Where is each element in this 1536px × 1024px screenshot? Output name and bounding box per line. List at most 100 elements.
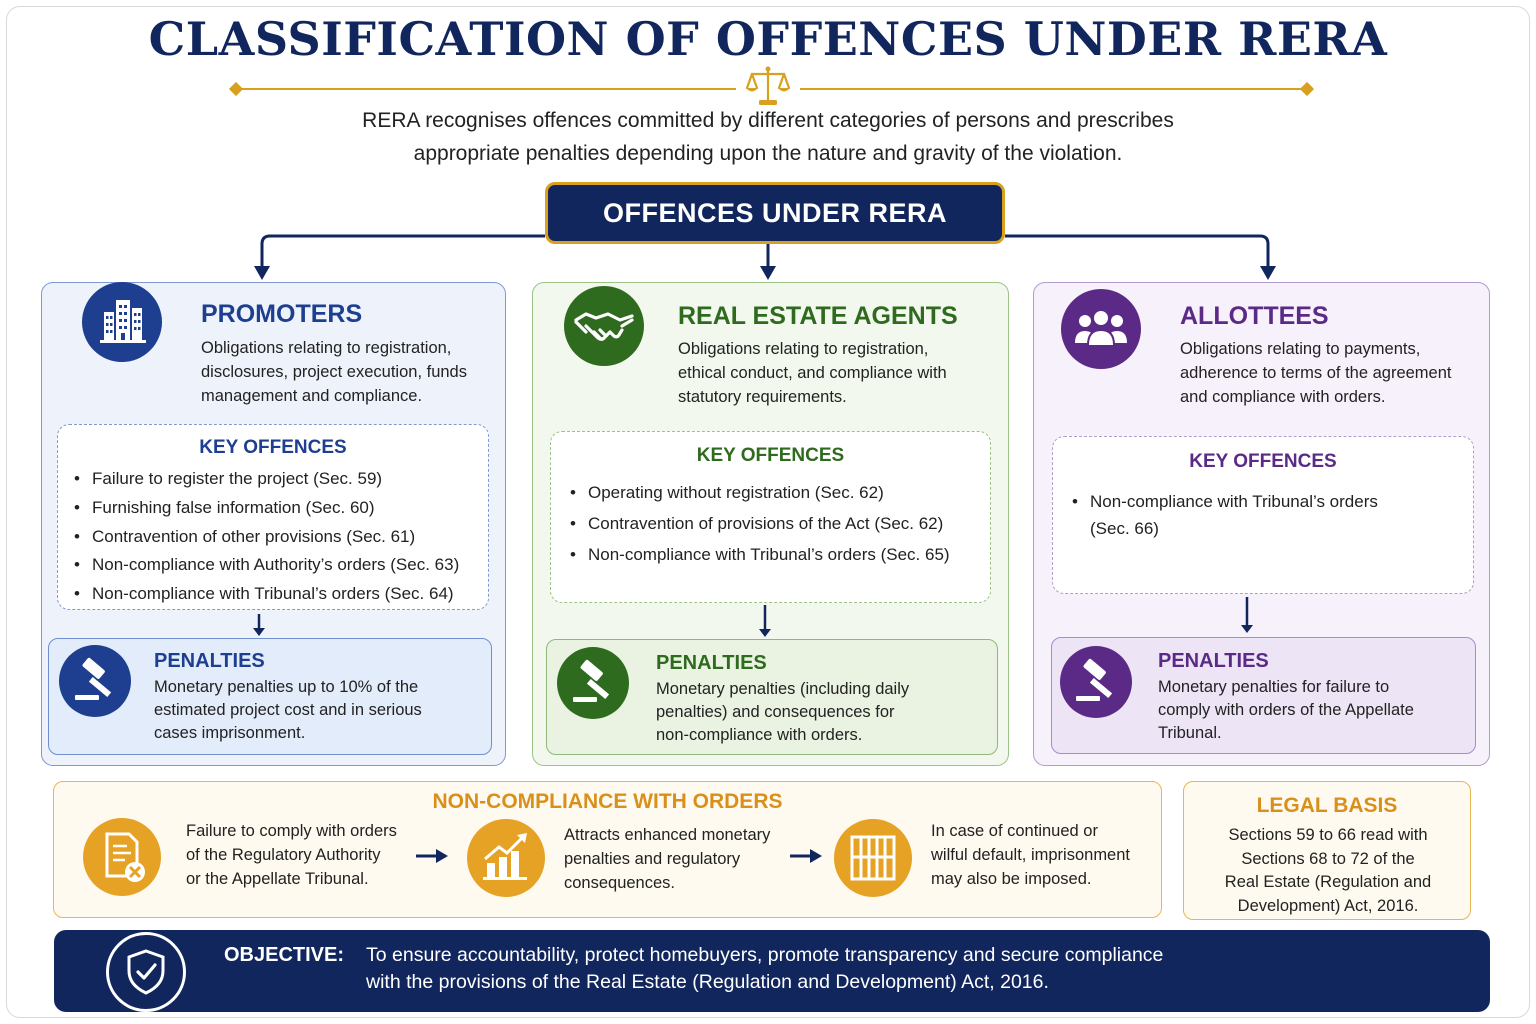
offence-item: Non-compliance with Tribunal’s orders (S… <box>568 539 950 570</box>
category-card-allottees: ALLOTTEES Obligations relating to paymen… <box>1033 282 1490 766</box>
prison-bars-icon <box>834 819 912 897</box>
penalty-line: cases imprisonment. <box>154 724 306 742</box>
penalties-title: PENALTIES <box>154 650 265 672</box>
step-line: Failure to comply with orders <box>186 822 397 840</box>
penalty-line: Monetary penalties for failure to <box>1158 678 1390 696</box>
objective-line: To ensure accountability, protect homebu… <box>366 944 1164 966</box>
legal-line: Development) Act, 2016. <box>1237 896 1419 915</box>
desc-line: and compliance with orders. <box>1180 388 1386 406</box>
penalty-line: penalties) and consequences for <box>656 703 895 721</box>
category-description: Obligations relating to registration, et… <box>678 337 988 409</box>
building-icon <box>82 282 162 362</box>
penalties-title: PENALTIES <box>656 652 767 674</box>
desc-line: adherence to terms of the agreement <box>1180 364 1452 382</box>
category-description: Obligations relating to registration, di… <box>201 336 501 408</box>
objective-line: with the provisions of the Real Estate (… <box>366 971 1049 993</box>
gavel-icon <box>557 647 629 719</box>
page-frame <box>6 6 1530 1018</box>
penalties-text: Monetary penalties up to 10% of the esti… <box>154 676 484 745</box>
root-node: OFFENCES UNDER RERA <box>545 182 1005 244</box>
desc-line: management and compliance. <box>201 387 423 405</box>
step-line: Attracts enhanced monetary <box>564 826 771 844</box>
step-line: may also be imposed. <box>931 870 1092 888</box>
offence-list: Non-compliance with Tribunal’s orders (S… <box>1070 488 1400 542</box>
right-arrow-icon <box>790 849 822 863</box>
penalties-box: PENALTIES Monetary penalties for failure… <box>1051 637 1476 754</box>
step-line: or the Appellate Tribunal. <box>186 870 369 888</box>
legal-line: Real Estate (Regulation and <box>1224 873 1432 891</box>
category-description: Obligations relating to payments, adhere… <box>1180 337 1480 409</box>
objective-banner: OBJECTIVE: To ensure accountability, pro… <box>54 930 1490 1012</box>
gavel-icon <box>1060 646 1132 718</box>
key-offences-title: KEY OFFENCES <box>696 445 845 466</box>
legal-line: Sections 59 to 66 read with <box>1228 826 1428 844</box>
legal-line: Sections 68 to 72 of the <box>1241 849 1415 868</box>
desc-line: Obligations relating to registration, <box>201 339 452 357</box>
desc-line: ethical conduct, and compliance with <box>678 364 947 382</box>
people-icon <box>1061 289 1141 369</box>
offence-item: Failure to register the project (Sec. 59… <box>72 465 459 494</box>
title-divider-left <box>240 88 736 90</box>
key-offences-box: KEY OFFENCES Non-compliance with Tribuna… <box>1052 436 1474 594</box>
objective-text: To ensure accountability, protect homebu… <box>366 942 1366 996</box>
offence-item: Operating without registration (Sec. 62) <box>568 477 950 508</box>
down-arrow-icon <box>1241 597 1253 633</box>
offence-item: Contravention of provisions of the Act (… <box>568 508 950 539</box>
category-card-promoters: PROMOTERS Obligations relating to regist… <box>41 282 506 766</box>
key-offences-box: KEY OFFENCES Operating without registrat… <box>550 431 991 603</box>
category-title: PROMOTERS <box>201 300 363 328</box>
gavel-icon <box>59 645 131 717</box>
category-title: ALLOTTEES <box>1180 302 1329 330</box>
penalty-line: Monetary penalties (including daily <box>656 680 910 698</box>
document-cross-icon <box>83 818 161 896</box>
step-text: Failure to comply with orders of the Reg… <box>186 819 416 891</box>
legal-basis-box: LEGAL BASIS Sections 59 to 66 read with … <box>1183 781 1471 920</box>
penalty-line: Tribunal. <box>1158 724 1222 742</box>
offence-item: Contravention of other provisions (Sec. … <box>72 523 459 552</box>
intro-text: RERA recognises offences committed by di… <box>300 104 1236 170</box>
down-arrow-icon <box>253 614 265 636</box>
offence-item: Non-compliance with Tribunal’s orders (S… <box>1070 488 1400 542</box>
category-title: REAL ESTATE AGENTS <box>678 302 958 330</box>
scales-of-justice-icon <box>745 66 791 105</box>
offence-item: Furnishing false information (Sec. 60) <box>72 494 459 523</box>
legal-basis-text: Sections 59 to 66 read with Sections 68 … <box>1194 824 1462 918</box>
step-text: In case of continued or wilful default, … <box>931 819 1151 891</box>
intro-line: appropriate penalties depending upon the… <box>413 142 1123 165</box>
step-line: consequences. <box>564 874 675 892</box>
handshake-icon <box>564 286 644 366</box>
key-offences-box: KEY OFFENCES Failure to register the pro… <box>57 424 489 610</box>
non-compliance-title: NON-COMPLIANCE WITH ORDERS <box>432 790 783 813</box>
offence-item: Non-compliance with Authority’s orders (… <box>72 551 459 580</box>
desc-line: Obligations relating to registration, <box>678 340 929 358</box>
step-line: In case of continued or <box>931 822 1098 840</box>
down-arrow-icon <box>759 605 771 637</box>
intro-line: RERA recognises offences committed by di… <box>362 109 1174 132</box>
penalty-line: non-compliance with orders. <box>656 726 863 744</box>
page-title: CLASSIFICATION OF OFFENCES UNDER RERA <box>148 12 1388 66</box>
step-line: penalties and regulatory <box>564 850 741 868</box>
key-offences-title: KEY OFFENCES <box>1189 451 1337 472</box>
key-offences-title: KEY OFFENCES <box>199 437 347 458</box>
penalties-box: PENALTIES Monetary penalties up to 10% o… <box>48 638 492 755</box>
step-line: of the Regulatory Authority <box>186 846 381 864</box>
objective-label: OBJECTIVE: <box>224 944 345 966</box>
category-card-real-estate-agents: REAL ESTATE AGENTS Obligations relating … <box>532 282 1009 766</box>
step-text: Attracts enhanced monetary penalties and… <box>564 823 794 895</box>
offence-item: Non-compliance with Tribunal’s orders (S… <box>72 580 459 609</box>
desc-line: disclosures, project execution, funds <box>201 363 467 381</box>
desc-line: statutory requirements. <box>678 388 847 406</box>
rising-chart-icon <box>467 819 545 897</box>
penalty-line: Monetary penalties up to 10% of the <box>154 678 419 696</box>
right-arrow-icon <box>416 849 448 863</box>
desc-line: Obligations relating to payments, <box>1180 340 1421 358</box>
legal-basis-title: LEGAL BASIS <box>1256 794 1398 817</box>
penalties-box: PENALTIES Monetary penalties (including … <box>546 639 998 755</box>
penalty-line: estimated project cost and in serious <box>154 701 422 719</box>
offence-list: Operating without registration (Sec. 62)… <box>568 477 950 570</box>
non-compliance-box: NON-COMPLIANCE WITH ORDERS Failure to co… <box>53 781 1162 918</box>
penalties-text: Monetary penalties (including daily pena… <box>656 678 986 747</box>
title-divider-right <box>800 88 1306 90</box>
penalties-text: Monetary penalties for failure to comply… <box>1158 676 1468 745</box>
